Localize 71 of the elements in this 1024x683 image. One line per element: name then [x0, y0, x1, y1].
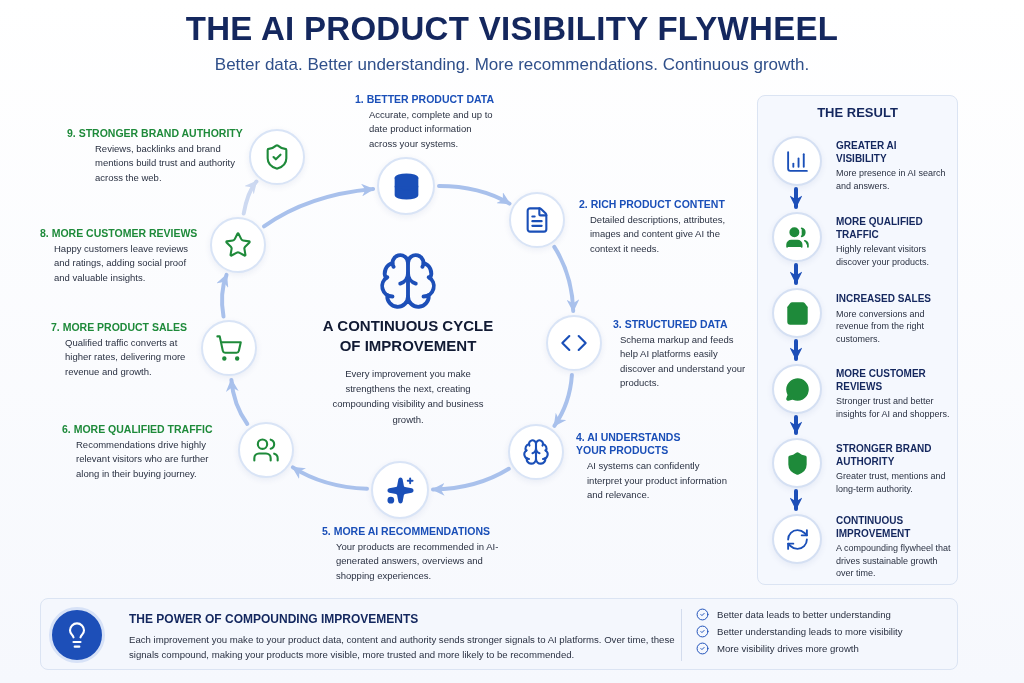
step-description: Your products are recommended in AI-generated answers, overviews and shopping experiences.: [336, 540, 500, 583]
panel-description: Each improvement you make to your product data, content and authority sends stronger signals to AI platforms. Over time, these signals compound, making your products more visible, more trusted and more likely to be recommended.: [129, 633, 676, 662]
title: THE AI PRODUCT VISIBILITY FLYWHEEL: [185, 10, 839, 48]
icon-circle: [377, 157, 435, 215]
arrow: [789, 263, 803, 285]
step-heading: 8. MORE CUSTOMER REVIEWS: [40, 227, 198, 241]
step-heading: MORE QUALIFIED TRAFFIC: [836, 216, 924, 241]
step-description: Recommendations drive highly relevant visitors who are further along in their buying journey.: [76, 438, 210, 481]
step-description: Greater trust, mentions and long-term authority.: [836, 470, 947, 496]
icon-circle: [772, 364, 822, 414]
step-description: AI systems can confidently interpret your product information and relevance.: [587, 459, 728, 502]
center-heading: A CONTINUOUS CYCLE OF IMPROVEMENT: [321, 316, 495, 355]
icon-circle: [238, 422, 294, 478]
icon-circle: [772, 514, 822, 564]
step-description: Schema markup and feeds help AI platforms easily discover and understand your products.: [620, 333, 747, 390]
step-heading: INCREASED SALES: [836, 293, 931, 306]
arrow: [216, 272, 229, 319]
step-heading: MORE CUSTOMER REVIEWS: [836, 368, 927, 393]
checklist-item: More visibility drives more growth: [717, 643, 859, 654]
arrow: [437, 184, 512, 206]
step-heading: 6. MORE QUALIFIED TRAFFIC: [62, 423, 213, 437]
step-description: A compounding flywheel that drives sustainable growth over time.: [836, 542, 952, 580]
icon-circle: [546, 315, 602, 371]
step-heading: 2. RICH PRODUCT CONTENT: [579, 198, 725, 212]
subtitle: Better data. Better understanding. More recommendations. Continuous growth.: [214, 55, 810, 75]
step-heading: 5. MORE AI RECOMMENDATIONS: [322, 525, 490, 539]
icon-circle: [371, 461, 429, 519]
checklist-item: Better understanding leads to more visibility: [717, 626, 903, 637]
arrow: [431, 466, 511, 496]
icon-circle: [772, 288, 822, 338]
step-description: Highly relevant visitors discover your products.: [836, 243, 931, 269]
step-description: Accurate, complete and up to date product information across your systems.: [369, 108, 494, 151]
arrow: [789, 187, 803, 209]
step-description: More presence in AI search and answers.: [836, 167, 947, 193]
icon-circle: [210, 217, 266, 273]
arrow: [552, 372, 574, 428]
step-heading: 7. MORE PRODUCT SALES: [51, 321, 187, 335]
icon-circle: [772, 438, 822, 488]
step-heading: GREATER AI VISIBILITY: [836, 140, 898, 165]
step-description: Detailed descriptions, attributes, images and content give AI the context it needs.: [590, 213, 727, 256]
summary-panel: [40, 598, 958, 670]
panel-heading: THE POWER OF COMPOUNDING IMPROVEMENTS: [129, 612, 419, 626]
arrow: [262, 183, 376, 229]
step-description: More conversions and revenue from the right customers.: [836, 307, 926, 346]
step-heading: 9. STRONGER BRAND AUTHORITY: [67, 127, 243, 141]
icon-circle: [249, 129, 305, 185]
arrow: [552, 244, 580, 313]
step-description: Happy customers leave reviews and ratings, adding social proof and valuable insights.: [54, 242, 190, 285]
icon-circle: [201, 320, 257, 376]
arrow: [290, 465, 369, 491]
arrow: [789, 489, 803, 511]
arrow: [789, 415, 803, 435]
icon-circle: [772, 136, 822, 186]
step-description: Qualified traffic converts at higher rates, delivering more revenue and growth.: [65, 336, 187, 379]
icon-circle: [772, 212, 822, 262]
panel-title: THE RESULT: [817, 105, 898, 120]
arrow: [226, 377, 250, 426]
result-panel: [757, 95, 958, 585]
checklist-item: Better data leads to better understanding: [717, 609, 891, 620]
arrow: [241, 179, 259, 216]
icon-circle: [509, 192, 565, 248]
step-description: Stronger trust and better insights for AI and shoppers.: [836, 395, 951, 421]
step-heading: STRONGER BRAND AUTHORITY: [836, 443, 933, 468]
step-heading: 3. STRUCTURED DATA: [613, 318, 728, 332]
center-description: Every improvement you make strengthens the next, creating compounding visibility and business growth.: [331, 367, 485, 427]
step-heading: CONTINUOUS IMPROVEMENT: [836, 515, 912, 540]
arrow: [789, 339, 803, 361]
step-description: Reviews, backlinks and brand mentions build trust and authority across the web.: [95, 142, 236, 185]
step-heading: 4. AI UNDERSTANDS YOUR PRODUCTS: [576, 431, 682, 458]
step-heading: 1. BETTER PRODUCT DATA: [355, 93, 495, 107]
icon-circle: [508, 424, 564, 480]
